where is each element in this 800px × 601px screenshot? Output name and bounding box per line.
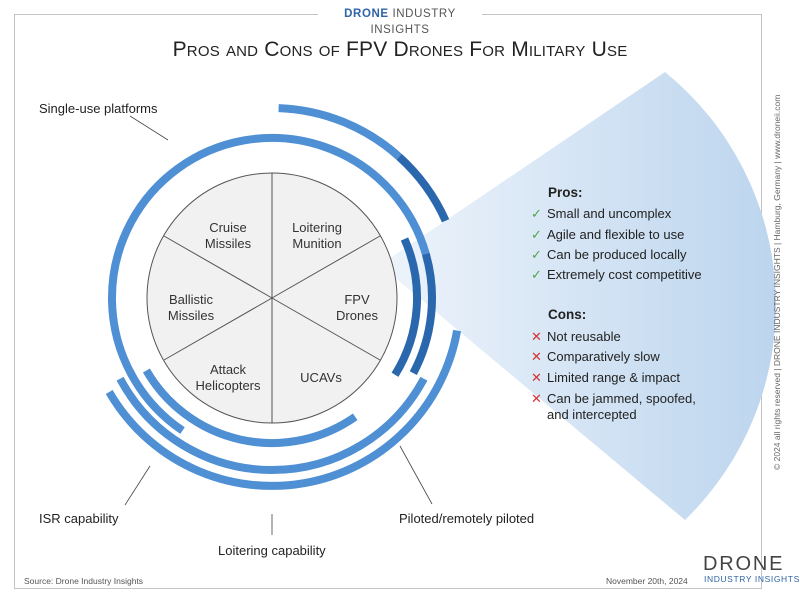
highlight-wedge — [380, 72, 776, 520]
ring-piloted — [142, 368, 358, 448]
header-brand-rest: INDUSTRY INSIGHTS — [370, 8, 456, 36]
cons-item-text: Comparatively slow — [547, 349, 660, 364]
capability-rings — [105, 104, 462, 490]
date-note: November 20th, 2024 — [606, 576, 688, 586]
pros-item-text: Can be produced locally — [547, 247, 687, 262]
cross-icon: ✕ — [531, 370, 542, 385]
pie-divider-lower-right — [271, 297, 381, 361]
cons-item: ✕ Not reusable — [531, 329, 621, 345]
ring-single-use — [107, 133, 430, 434]
cross-icon: ✕ — [531, 349, 542, 364]
sector-cruise-line2: Missiles — [204, 236, 252, 251]
leader-isr — [124, 465, 151, 506]
pie-divider-upper-left — [163, 235, 273, 299]
cross-icon: ✕ — [531, 329, 542, 344]
header-brand: DRONE INDUSTRY INSIGHTS — [318, 6, 482, 36]
ring-piloted-fpv — [391, 237, 421, 377]
check-icon: ✓ — [531, 206, 542, 221]
check-icon: ✓ — [531, 267, 542, 282]
sector-cruise-line1: Cruise — [209, 220, 247, 235]
sector-loitering-line2: Munition — [292, 236, 342, 251]
cons-item: ✕ Limited range & impact — [531, 370, 680, 386]
sector-fpv-line1: FPV — [344, 292, 370, 307]
label-leaders — [124, 115, 433, 535]
sector-ballistic-line2: Missiles — [167, 308, 215, 323]
weapon-pie — [146, 172, 398, 424]
check-icon: ✓ — [531, 247, 542, 262]
pie-divider-upper-right — [271, 235, 381, 299]
cons-item: ✕ Comparatively slow — [531, 349, 660, 365]
ring-top-outer-fpv — [396, 153, 450, 223]
leader-single-use — [129, 115, 169, 141]
pros-item: ✓ Agile and flexible to use — [531, 227, 684, 243]
sector-ucav-line1: UCAVs — [300, 370, 342, 385]
logo-subtitle: INDUSTRY INSIGHTS — [704, 574, 800, 584]
pros-item: ✓ Small and uncomplex — [531, 206, 671, 222]
pie-divider-lower-left — [163, 297, 273, 361]
sector-fpv-line2: Drones — [336, 308, 378, 323]
header-brand-bold: DRONE — [344, 8, 389, 20]
sector-loitering-line1: Loitering — [292, 220, 342, 235]
ring-top-outer — [278, 104, 402, 160]
cross-icon: ✕ — [531, 391, 542, 406]
ring-loitering — [105, 329, 462, 490]
cons-item-text: Not reusable — [547, 329, 621, 344]
copyright-side-text: © 2024 all rights reserved | DRONE INDUS… — [772, 94, 782, 470]
sector-ucavs: UCAVs — [276, 370, 366, 386]
cons-item-text: Can be jammed, spoofed, — [547, 391, 696, 406]
leader-piloted — [399, 445, 433, 505]
label-single-use: Single-use platforms — [39, 101, 158, 116]
pros-item-text: Extremely cost competitive — [547, 267, 702, 282]
source-note: Source: Drone Industry Insights — [24, 576, 144, 586]
cons-heading: Cons: — [548, 307, 587, 322]
cons-item-text: Limited range & impact — [547, 370, 680, 385]
pros-item-text: Small and uncomplex — [547, 206, 672, 221]
logo-wordmark: DRONE — [703, 553, 785, 575]
sector-attack-line2: Helicopters — [195, 378, 261, 393]
ring-isr — [116, 376, 428, 474]
pros-item: ✓ Can be produced locally — [531, 247, 686, 263]
pros-item-text: Agile and flexible to use — [547, 227, 685, 242]
page-title: Pros and Cons of FPV Drones For Military… — [172, 38, 628, 61]
cons-item-continued: and intercepted — [547, 407, 637, 422]
label-loitering: Loitering capability — [218, 543, 326, 558]
pros-item: ✓ Extremely cost competitive — [531, 267, 702, 283]
cons-item: ✕ Can be jammed, spoofed, — [531, 391, 696, 407]
ring-single-use-fpv — [409, 252, 436, 375]
sector-attack-line1: Attack — [209, 362, 247, 377]
label-piloted: Piloted/remotely piloted — [399, 511, 535, 526]
check-icon: ✓ — [531, 227, 542, 242]
pros-heading: Pros: — [548, 185, 583, 200]
sector-ballistic-line1: Ballistic — [168, 292, 214, 307]
label-isr: ISR capability — [39, 511, 119, 526]
